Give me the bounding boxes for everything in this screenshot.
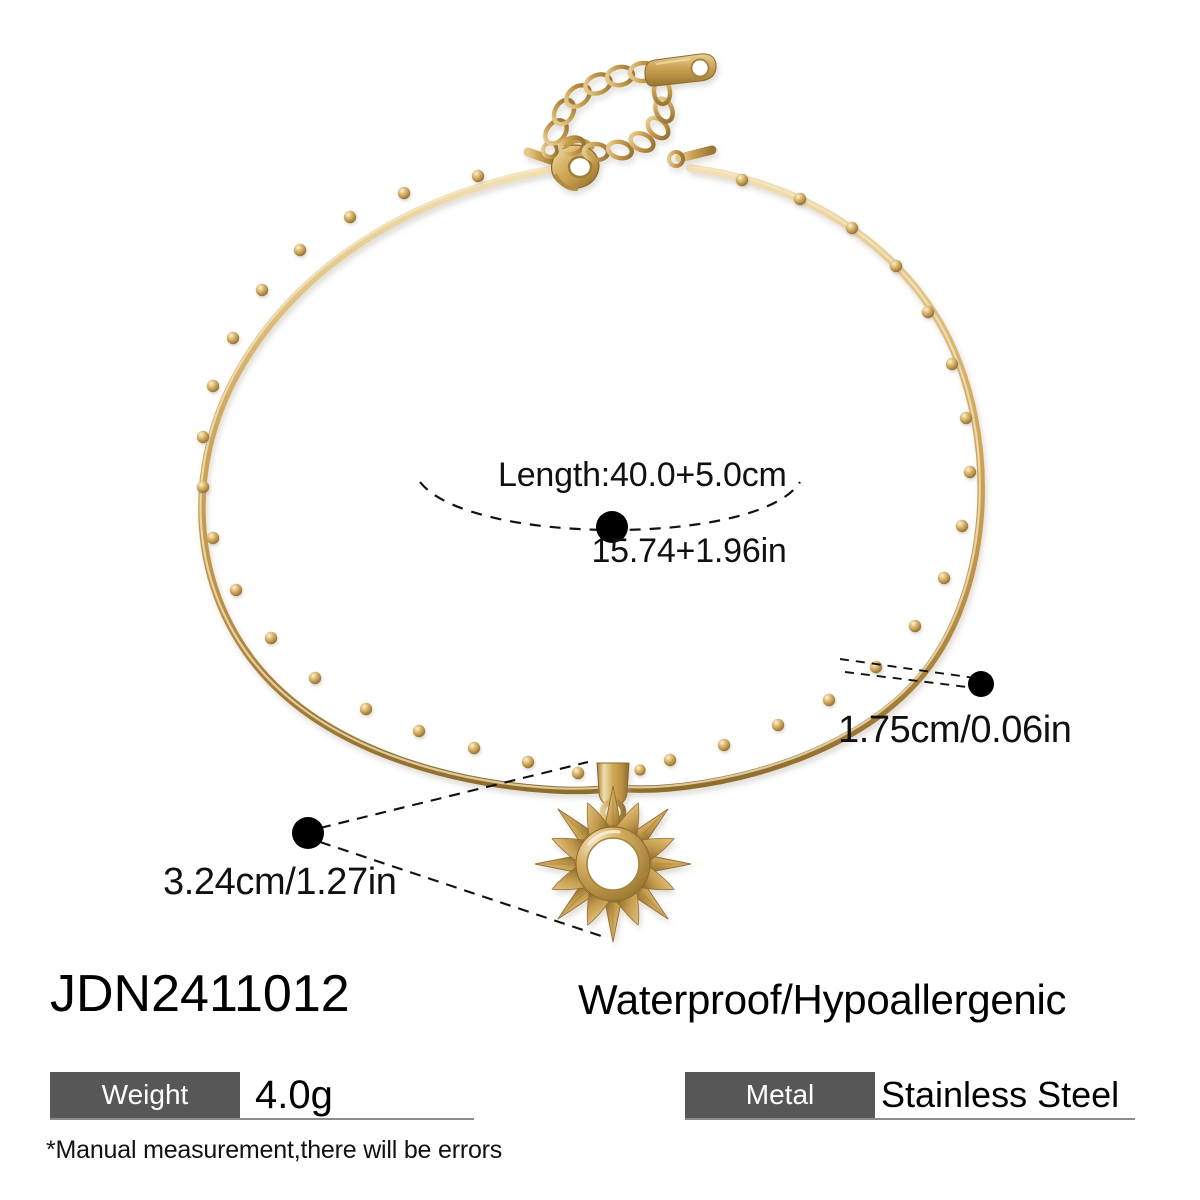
spec-label-weight: Weight [50,1072,240,1118]
spec-row-weight: Weight 4.0g [50,1072,474,1120]
extension-chain [543,60,675,163]
necklace-chain [198,164,985,795]
pendant-rays [534,785,692,943]
left-leader-top [319,760,589,830]
length-line-2: 15.74+1.96in [591,532,787,571]
spec-row-metal: Metal Stainless Steel [685,1072,1135,1120]
length-leader-dot [596,511,628,543]
chain-thickness-annotation: 1.75cm/0.06in [838,709,1072,751]
measurement-leader-dots [292,511,994,849]
sunburst-pendant [534,762,692,943]
spec-rule-metal [685,1118,1135,1120]
right-leader-bottom [844,671,976,689]
left-leader-dot [292,817,324,849]
product-sku: JDN2411012 [50,965,350,1023]
chain-end-tag [644,53,717,87]
spec-value-metal: Stainless Steel [881,1074,1120,1115]
left-leader-bottom [319,841,608,939]
spec-label-metal: Metal [685,1072,875,1118]
product-feature-text: Waterproof/Hypoallergenic [578,976,1067,1023]
chain-beads [196,169,977,780]
length-annotation: Length:40.0+5.0cm 15.74+1.96in [461,418,787,646]
right-leader-dot [968,671,994,697]
measurement-disclaimer: *Manual measurement,there will be errors [46,1136,503,1164]
pendant-size-annotation: 3.24cm/1.27in [163,861,397,903]
length-line-1: Length:40.0+5.0cm [498,456,787,495]
right-leader-top [839,658,976,679]
spec-value-weight: 4.0g [255,1072,333,1117]
clasp-assembly [523,53,717,191]
spec-rule-weight [50,1118,474,1120]
